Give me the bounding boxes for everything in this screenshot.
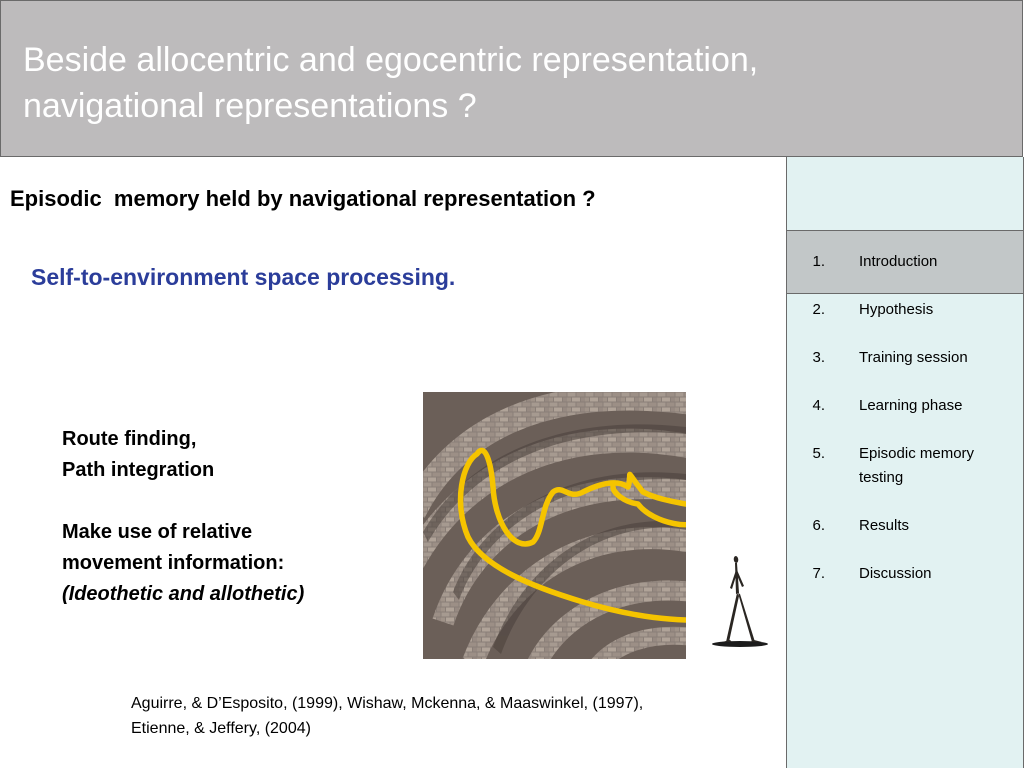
- citation-line-1: Aguirre, & D’Esposito, (1999), Wishaw, M…: [131, 695, 644, 712]
- body-line-route-finding: Route finding,: [62, 428, 197, 450]
- slide-title-line-1: Beside allocentric and egocentric repres…: [23, 41, 759, 79]
- outline-item-discussion[interactable]: 7. Discussion: [787, 562, 1023, 586]
- outline-list: 1. Introduction 2. Hypothesis 3. Trainin…: [787, 231, 1023, 586]
- outline-item-number: 2.: [812, 301, 825, 318]
- body-text: Route finding, Path integration Make use…: [62, 424, 304, 610]
- body-spacer: [62, 486, 304, 517]
- section-heading: Episodic memory held by navigational rep…: [10, 186, 596, 211]
- outline-item-number: 1.: [812, 253, 825, 270]
- outline-item-learning-phase[interactable]: 4. Learning phase: [787, 394, 1023, 418]
- outline-item-label: Discussion: [859, 565, 932, 582]
- section-subheading: Self-to-environment space processing.: [31, 264, 456, 290]
- outline-item-number: 4.: [812, 397, 825, 414]
- outline-item-label: Learning phase: [859, 397, 963, 414]
- sidebar-header-blank: [787, 157, 1023, 231]
- slide-title-line-2: navigational representations ?: [23, 87, 477, 125]
- maze-illustration: [423, 392, 686, 659]
- outline-sidebar: 1. Introduction 2. Hypothesis 3. Trainin…: [786, 157, 1024, 768]
- walking-figure-icon: [712, 548, 772, 648]
- outline-item-number: 6.: [812, 517, 825, 534]
- body-line-relative-movement: Make use of relative: [62, 521, 253, 543]
- outline-item-results[interactable]: 6. Results: [787, 514, 1023, 538]
- title-bar: Beside allocentric and egocentric repres…: [0, 0, 1023, 157]
- outline-item-label: Results: [859, 517, 910, 534]
- outline-item-label: Hypothesis: [859, 301, 934, 318]
- maze-image: [423, 392, 686, 659]
- body-line-ideothetic: (Ideothetic and allothetic): [62, 583, 305, 605]
- outline-item-label: Training session: [859, 349, 968, 366]
- slide-title: Beside allocentric and egocentric repres…: [23, 37, 983, 129]
- body-line-path-integration: Path integration: [62, 459, 215, 481]
- outline-item-episodic-memory-testing[interactable]: 5. Episodic memory testing: [787, 442, 1023, 490]
- citation-line-2: Etienne, & Jeffery, (2004): [131, 720, 311, 737]
- outline-item-number: 7.: [812, 565, 825, 582]
- body-line-movement-information: movement information:: [62, 552, 285, 574]
- outline-item-hypothesis[interactable]: 2. Hypothesis: [787, 298, 1023, 322]
- outline-item-number: 5.: [812, 445, 825, 462]
- outline-item-training-session[interactable]: 3. Training session: [787, 346, 1023, 370]
- citation: Aguirre, & D’Esposito, (1999), Wishaw, M…: [131, 691, 643, 741]
- outline-item-label: Introduction: [859, 253, 938, 270]
- outline-item-introduction[interactable]: 1. Introduction: [787, 231, 1023, 294]
- outline-item-number: 3.: [812, 349, 825, 366]
- outline-item-label: Episodic memory testing: [859, 445, 975, 486]
- route-path: [457, 447, 686, 623]
